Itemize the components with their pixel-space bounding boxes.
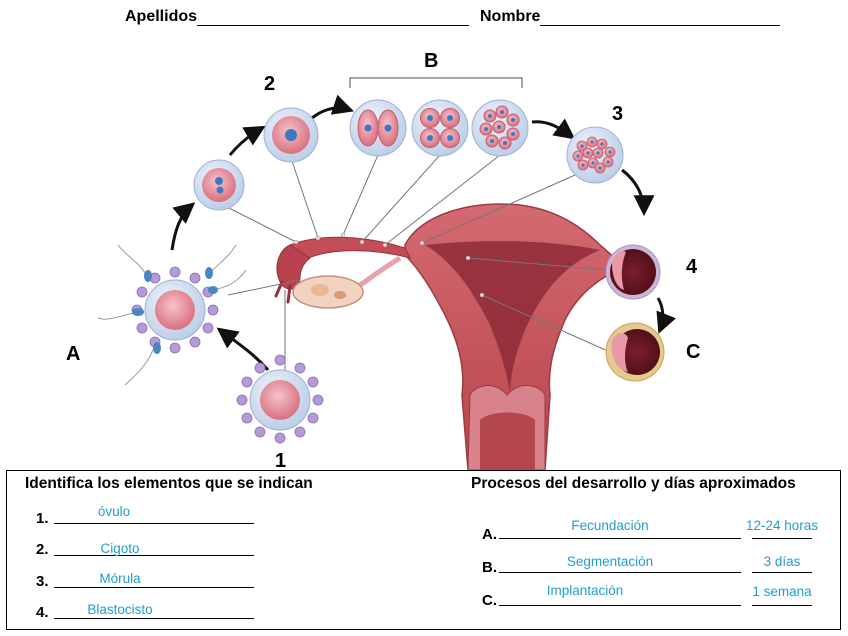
- implantation-cell: [605, 322, 665, 382]
- label-4: 4: [686, 256, 698, 278]
- label-1: 1: [275, 450, 287, 472]
- one-cell-stage: [263, 107, 319, 163]
- morula-cell: [566, 126, 624, 184]
- process-b-answer: Segmentación: [566, 554, 654, 569]
- fallopian-tube: [274, 236, 411, 304]
- process-c-days-field[interactable]: [752, 591, 812, 606]
- item-3-num: 3.: [36, 573, 49, 590]
- process-c-field[interactable]: [499, 591, 741, 606]
- process-a-days-field[interactable]: [752, 524, 812, 539]
- item-4-num: 4.: [36, 604, 49, 621]
- item-2-field[interactable]: [54, 541, 254, 556]
- item-2-num: 2.: [36, 541, 49, 558]
- label-b: B: [424, 50, 439, 72]
- process-a-answer: Fecundación: [571, 518, 649, 533]
- item-4-field[interactable]: [54, 604, 254, 619]
- four-cell-stage: [411, 99, 469, 157]
- eight-cell-stage: [471, 99, 529, 157]
- process-c-answer: Implantación: [546, 583, 624, 598]
- item-1-num: 1.: [36, 510, 49, 527]
- process-c-days: 1 semana: [752, 584, 812, 599]
- process-b-days: 3 días: [763, 554, 801, 569]
- reproduction-diagram: [97, 77, 676, 470]
- label-3: 3: [612, 103, 624, 125]
- process-b-letter: B.: [482, 559, 497, 576]
- item-3-field[interactable]: [54, 573, 254, 588]
- left-section-title: Identifica los elementos que se indican: [25, 475, 313, 492]
- header-nombre: Nombre: [480, 8, 781, 26]
- apellidos-field[interactable]: [197, 11, 470, 26]
- process-b-days-field[interactable]: [752, 558, 812, 573]
- bracket-b: [349, 77, 523, 88]
- apellidos-label: Apellidos: [125, 8, 198, 25]
- process-a-letter: A.: [482, 526, 497, 543]
- answer-box: [6, 470, 841, 630]
- connector-lines: [218, 154, 611, 370]
- label-2: 2: [264, 73, 276, 95]
- label-c: C: [686, 341, 701, 363]
- uterus: [404, 203, 621, 470]
- process-c-letter: C.: [482, 592, 497, 609]
- ovum-1: [236, 354, 324, 444]
- item-2-answer: Cigoto: [100, 541, 140, 556]
- item-1-field[interactable]: [54, 509, 254, 524]
- nombre-label: Nombre: [480, 8, 541, 25]
- item-1-answer: óvulo: [97, 504, 131, 519]
- header-apellidos: Apellidos: [125, 8, 470, 26]
- process-a-field[interactable]: [499, 524, 741, 539]
- item-4-answer: Blastocisto: [87, 602, 153, 617]
- two-cell-stage: [349, 99, 407, 157]
- process-b-field[interactable]: [499, 558, 741, 573]
- nombre-field[interactable]: [540, 11, 781, 26]
- label-a: A: [66, 343, 81, 365]
- fertilization-cell: [97, 244, 247, 386]
- right-section-title: Procesos del desarrollo y días aproximad…: [471, 475, 796, 492]
- zygote-cell: [193, 159, 245, 211]
- blastocyst-cell: [605, 244, 661, 300]
- item-3-answer: Mórula: [99, 571, 141, 586]
- process-a-days: 12-24 horas: [745, 518, 819, 533]
- ovary: [292, 255, 402, 309]
